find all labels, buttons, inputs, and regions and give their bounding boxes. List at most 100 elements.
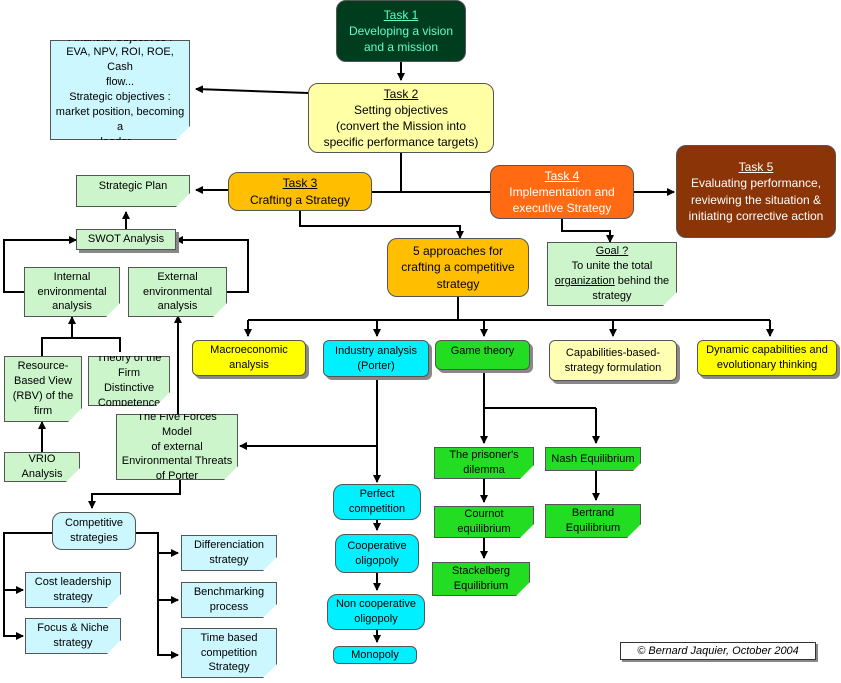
goal-line3: behind the: [617, 275, 670, 287]
perfect-line2: competition: [348, 503, 406, 515]
dynamic-line2: evolutionary thinking: [716, 359, 818, 371]
focus-line1: Focus & Niche: [37, 622, 109, 635]
internal-line2: environmental: [37, 285, 107, 298]
noncoop-box: Non cooperative oligopoly: [327, 594, 425, 630]
capabilities-box: Capabilities-based- strategy formulation: [549, 340, 677, 381]
approaches-line2: crafting a competitive: [401, 260, 515, 275]
strategic-plan-note: Strategic Plan: [76, 175, 190, 207]
five-forces-line3: Environmental Threats: [121, 455, 233, 468]
stackelberg-note: Stackelberg Equilibrium: [432, 562, 530, 596]
swot-label: SWOT Analysis: [87, 233, 165, 246]
swot-note: SWOT Analysis: [76, 229, 176, 250]
perfect-line1: Perfect: [359, 488, 395, 501]
five-forces-note: The Five Forces Model of external Enviro…: [116, 414, 238, 480]
cost-line1: Cost leadership: [34, 576, 112, 589]
benchmarking-note: Benchmarking process: [181, 582, 277, 618]
task4-box: Task 4 Implementation and executive Stra…: [490, 165, 634, 219]
task5-title: Task 5: [738, 160, 774, 175]
dynamic-line1: Dynamic capabilities and: [706, 344, 828, 357]
five-forces-line2: of external: [151, 440, 203, 453]
objectives-line2: EVA, NPV, ROI, ROE, Cash: [66, 46, 174, 74]
cooperative-line1: Cooperative: [347, 539, 407, 552]
cost-leadership-note: Cost leadership strategy: [25, 572, 121, 608]
prisoner-line1: The prisoner's: [449, 449, 519, 462]
industry-box: Industry analysis (Porter): [323, 340, 429, 377]
approaches-line1: 5 approaches for: [412, 244, 504, 259]
monopoly-box: Monopoly: [333, 646, 417, 664]
capabilities-line2: strategy formulation: [564, 361, 662, 374]
stackelberg-line1: Stackelberg: [451, 565, 511, 578]
task4-line2: executive Strategy: [512, 201, 612, 216]
task1-line2: and a mission: [363, 40, 439, 55]
objectives-line5: market position, becoming a: [55, 105, 185, 133]
perfect-competition-box: Perfect competition: [333, 484, 421, 520]
rbv-line1: Resource-: [17, 360, 69, 373]
task1-title: Task 1: [383, 7, 419, 22]
focus-line2: strategy: [53, 637, 93, 649]
nash-note: Nash Equilibrium: [545, 447, 641, 471]
goal-line4: strategy: [592, 289, 632, 302]
goal-title: Goal ?: [595, 245, 629, 258]
internal-line3: analysis: [52, 300, 92, 313]
strategic-plan-label: Strategic Plan: [98, 180, 168, 192]
cooperative-box: Cooperative oligopoly: [335, 534, 419, 573]
cournot-line2: equilibrium: [457, 523, 511, 535]
bench-line1: Benchmarking: [193, 586, 265, 599]
cournot-line1: Cournot: [464, 508, 504, 521]
task3-box: Task 3 Crafting a Strategy: [228, 172, 372, 211]
time-line1: Time based: [200, 631, 258, 644]
task5-box: Task 5 Evaluating performance, reviewing…: [676, 145, 836, 238]
task2-title: Task 2: [383, 86, 419, 101]
vrio-line1: VRIO: [28, 453, 56, 466]
monopoly-label: Monopoly: [351, 648, 399, 661]
bertrand-note: Bertrand Equilibrium: [545, 504, 641, 538]
diff-line1: Differenciation: [193, 539, 265, 552]
goal-line2-wrap: organization behind the: [555, 274, 669, 289]
differenciation-note: Differenciation strategy: [181, 535, 277, 571]
internal-analysis-note: Internal environmental analysis: [24, 267, 120, 317]
stackelberg-line2: Equilibrium: [453, 580, 509, 592]
rbv-line3: (RBV) of the: [12, 390, 74, 402]
bertrand-line2: Equilibrium: [565, 522, 621, 534]
macro-box: Macroeconomic analysis: [192, 340, 306, 376]
macro-line2: analysis: [229, 359, 269, 371]
goal-note: Goal ? To unite the total organization b…: [547, 242, 677, 306]
macro-line1: Macroeconomic: [210, 344, 288, 357]
rbv-note: Resource- Based View (RBV) of the firm: [4, 356, 82, 422]
theory-line2: Firm Distinctive: [103, 367, 155, 394]
approaches-line3: strategy: [436, 276, 480, 291]
vrio-line2: Analysis: [21, 468, 63, 480]
external-line2: environmental: [142, 285, 213, 298]
prisoner-note: The prisoner's dilemma: [434, 447, 534, 479]
competitive-strategies-box: Competitive strategies: [52, 512, 136, 550]
noncoop-line2: oligopoly: [354, 613, 398, 625]
cooperative-line2: oligopoly: [355, 554, 399, 567]
industry-line1: Industry analysis: [335, 344, 417, 357]
credit-label: © Bernard Jaquier, October 2004: [620, 642, 816, 660]
task3-title: Task 3: [282, 176, 318, 191]
five-forces-line1: The Five Forces Model: [137, 410, 217, 438]
task2-box: Task 2 Setting objectives (convert the M…: [308, 83, 494, 153]
task1-box: Task 1 Developing a vision and a mission: [336, 0, 466, 62]
task5-line2: reviewing the situation &: [690, 192, 822, 207]
task5-line3: initiating corrective action: [688, 208, 824, 223]
capabilities-line1: Capabilities-based-: [565, 346, 661, 359]
bertrand-line1: Bertrand: [571, 507, 615, 520]
task2-line1: Setting objectives: [353, 102, 449, 117]
objectives-note: Financial Objectives : EVA, NPV, ROI, RO…: [50, 40, 190, 140]
cost-line2: strategy: [53, 591, 93, 603]
theory-firm-note: Theory of the Firm Distinctive Competenc…: [88, 356, 170, 406]
task4-line1: Implementation and: [509, 184, 615, 199]
focus-niche-note: Focus & Niche strategy: [25, 618, 121, 654]
dynamic-box: Dynamic capabilities and evolutionary th…: [697, 340, 837, 376]
noncoop-line1: Non cooperative: [335, 598, 417, 611]
game-theory-box: Game theory: [435, 340, 530, 370]
rbv-line2: Based View: [14, 375, 72, 388]
goal-line1: To unite the total: [571, 260, 653, 273]
five-forces-line4: of Porter: [155, 470, 199, 483]
task4-title: Task 4: [544, 168, 580, 183]
nash-label: Nash Equilibrium: [551, 452, 635, 465]
vrio-note: VRIO Analysis: [4, 452, 80, 482]
competitive-line1: Competitive: [64, 517, 124, 530]
